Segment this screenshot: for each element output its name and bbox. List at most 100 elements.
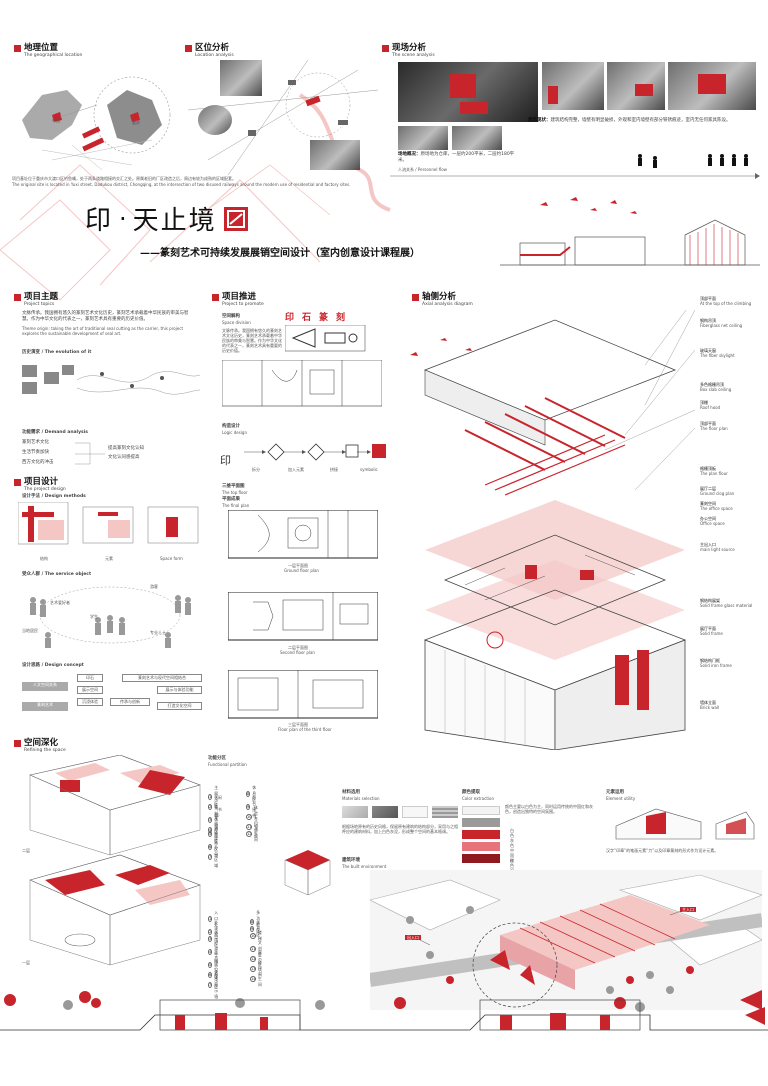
- mind-map: 人文空间关系 印石 展示空间 沉浸体验 篆刻艺术 传承与创新 篆刻艺术与现代空间…: [22, 672, 207, 717]
- crowd-label: 游客: [150, 584, 158, 589]
- legend-label: 艺术展示墙: [214, 970, 219, 999]
- fig-caption: 结构: [40, 556, 48, 561]
- site-block-2-title: 建筑现状：: [528, 118, 551, 123]
- section-marker-icon: [14, 294, 21, 301]
- legend-label: 体验互动: [254, 805, 258, 828]
- site-block-1: 场地概况：原场地为仓库，一层约200平米，二层约180平米。: [398, 152, 523, 164]
- axis-label-cn: 顶棚: [700, 400, 708, 405]
- mind-node: 传承与创新: [110, 698, 150, 706]
- legend-label: 文创商品区: [214, 815, 219, 844]
- legend-label: 篆刻体验区: [214, 805, 219, 834]
- legend-number-icon: 1: [208, 794, 213, 800]
- site-block-2: 建筑现状：建筑结构完整，墙壁有明显破损，外观和室内墙壁有部分铁锈痕迹，室内无任何…: [528, 118, 753, 124]
- seal-char: 篆: [319, 313, 329, 323]
- site-photo-3: [607, 62, 665, 110]
- color-label-en: Color extraction: [462, 796, 494, 801]
- legend-label: 休息区: [256, 920, 261, 937]
- axis-label-cn: 主出入口: [700, 542, 716, 547]
- legend-number-icon: 9: [246, 804, 251, 810]
- logic-label-en: Logic design: [222, 430, 247, 435]
- top-label-en: The top floor: [222, 490, 248, 495]
- legend-number-icon: 1: [208, 916, 213, 922]
- legend-number-icon: 7: [208, 982, 213, 988]
- color-swatch: [462, 830, 500, 839]
- legend-number-icon: 2: [208, 804, 213, 810]
- swatch-label: 粉色: [510, 858, 514, 868]
- legend-label: 讲座区: [214, 825, 219, 842]
- axis-label-cn: 篆刻空间: [700, 501, 716, 506]
- site-render: [370, 870, 762, 1010]
- func-label: 功能分区: [208, 756, 226, 761]
- keyword-item: 篆刻艺术文化: [22, 440, 49, 445]
- mind-node: 人文空间关系: [22, 682, 68, 691]
- legend-label: 主展示区: [214, 785, 219, 808]
- seal-figure: [285, 325, 366, 352]
- legend-number-icon: 3: [208, 936, 213, 942]
- axis-label-en: The plan flour: [700, 471, 728, 476]
- section-marker-icon: [14, 479, 21, 486]
- legend-number-icon: 2: [208, 929, 213, 935]
- legend-number-icon: 7: [208, 854, 213, 860]
- evolution-diagram: [22, 365, 201, 395]
- section-cn: 区位分析: [195, 43, 230, 53]
- design-concept-label: 设计思路 / Design concept: [22, 663, 84, 668]
- site-photo-4: [668, 62, 756, 110]
- section-en: The geographical location: [24, 53, 83, 58]
- section-en: Project topics: [24, 302, 55, 307]
- seal-char: 石: [302, 313, 312, 323]
- map-label-chongqing: 重庆: [132, 120, 140, 125]
- mind-node: 沉浸体验: [77, 698, 103, 706]
- building-elevation: [500, 197, 760, 266]
- plan-label-en: The final plan: [222, 503, 250, 508]
- floor-label: 二层: [22, 848, 30, 853]
- district-photo-3: [310, 140, 360, 170]
- seal-char: 印: [285, 313, 295, 323]
- site-photo-1: [398, 62, 538, 122]
- mind-node: 印石: [77, 674, 103, 682]
- legend-label: 工作区域: [214, 835, 219, 858]
- district-photo-1: [220, 60, 262, 96]
- mini-volume-diagram: [284, 850, 331, 895]
- legend-number-icon: 8: [250, 919, 255, 925]
- map-label-china: 中国: [52, 118, 60, 123]
- legend-number-icon: 9: [250, 926, 255, 932]
- site-block-1-title: 场地概况：: [398, 152, 421, 157]
- section-elevation: [0, 990, 768, 1031]
- axis-label-cn: 格栅顶板: [700, 466, 716, 471]
- axis-label-en: The office space: [700, 506, 733, 511]
- section-en: Location analysis: [195, 53, 234, 58]
- axis-label-cn: 展厅二层: [700, 486, 716, 491]
- mind-node: 篆刻艺术与现代空间相结合: [122, 674, 202, 682]
- section-marker-icon: [212, 294, 219, 301]
- legend-number-icon: 5: [208, 831, 213, 837]
- legend-label: 休闲区: [214, 930, 219, 947]
- site-photo-5: [398, 126, 448, 150]
- floor-plan-1: [228, 510, 378, 559]
- element-label: 元素运用: [606, 790, 624, 795]
- section-cn: 项目推进: [222, 292, 257, 302]
- axis-label-cn: 多色格栅吊顶: [700, 382, 724, 387]
- crowd-label: 学生: [90, 614, 98, 619]
- section-cn: 项目设计: [24, 477, 59, 487]
- legend-number-icon: 11: [246, 824, 252, 830]
